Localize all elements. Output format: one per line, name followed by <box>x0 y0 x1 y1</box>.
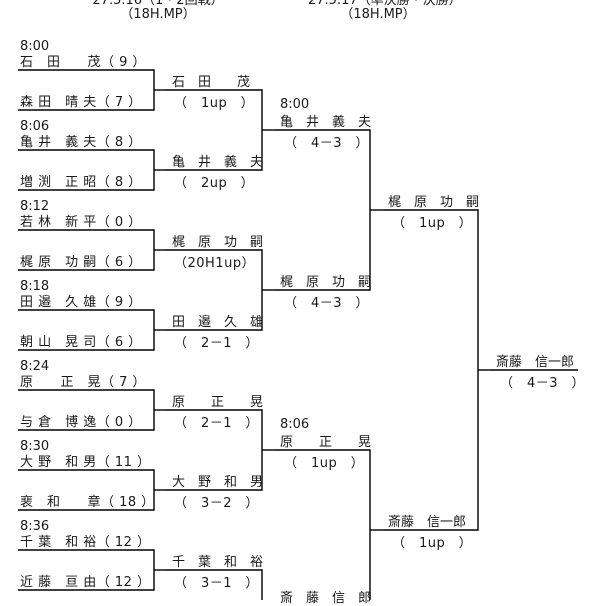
player-entry: 石 田 茂（ 9 ） <box>20 55 147 70</box>
player-entry: 千 葉 和 裕（ 12 ） <box>20 535 151 550</box>
semifinal-time: 8:00 <box>280 97 310 112</box>
round2-winner-name: 原 正 晃 <box>172 395 264 410</box>
player-entry: 朝 山 晃 司（ 6 ） <box>20 335 142 350</box>
round2-winner-score: （ 2－1 ） <box>174 416 260 431</box>
round2-winner-score: （20H1up） <box>174 256 256 271</box>
player-entry: 原 正 晃（ 7 ） <box>20 375 147 390</box>
round2-winner-score: （ 2－1 ） <box>174 336 260 351</box>
semifinal-time: 8:06 <box>280 417 310 432</box>
round2-winner-name: 大 野 和 男 <box>172 475 264 490</box>
round2-winner-name: 梶 原 功 嗣 <box>172 235 264 250</box>
player-entry: 大 野 和 男（ 11 ） <box>20 455 151 470</box>
round3-winner-name: 原 正 晃 <box>280 435 372 450</box>
match-time: 8:06 <box>20 119 50 134</box>
player-entry: 近 藤 亘 由（ 12 ） <box>20 575 151 590</box>
match-time: 8:12 <box>20 199 50 214</box>
round4-winner-score: （ 1up ） <box>392 216 473 231</box>
round2-winner-score: （ 1up ） <box>174 96 255 111</box>
player-entry: 与 倉 博 逸（ 0 ） <box>20 415 142 430</box>
player-entry: 田 邉 久 雄（ 9 ） <box>20 295 142 310</box>
match-time: 8:36 <box>20 519 50 534</box>
round4-winner-name: 梶 原 功 嗣 <box>388 195 480 210</box>
round2-course: （18H.MP） <box>120 7 196 22</box>
round3-date: 27.5.17（準決勝・決勝） <box>308 0 462 8</box>
player-entry: 梶 原 功 嗣（ 6 ） <box>20 255 142 270</box>
round3-winner-name: 斎 藤 信 郎 <box>280 591 372 606</box>
round2-winner-score: （ 3－2 ） <box>174 496 260 511</box>
round3-winner-score: （ 4－3 ） <box>284 136 370 151</box>
round4-winner-name: 斎藤 信一郎 <box>388 515 467 530</box>
round3-winner-name: 梶 原 功 嗣 <box>280 275 372 290</box>
round2-winner-name: 亀 井 義 夫 <box>172 155 264 170</box>
player-entry: 増 渕 正 昭（ 8 ） <box>20 175 142 190</box>
champion-score: （ 4－3 ） <box>500 376 586 391</box>
player-entry: 森 田 晴 夫（ 7 ） <box>20 95 142 110</box>
match-time: 8:24 <box>20 359 50 374</box>
player-entry: 裵 和 章（ 18 ） <box>20 495 155 510</box>
champion-name: 斎藤 信一郎 <box>496 355 575 370</box>
round2-winner-name: 千 葉 和 裕 <box>172 555 264 570</box>
round2-winner-score: （ 3－1 ） <box>174 576 260 591</box>
round3-winner-score: （ 1up ） <box>284 456 365 471</box>
round4-winner-score: （ 1up ） <box>392 536 473 551</box>
player-entry: 亀 井 義 夫（ 8 ） <box>20 135 142 150</box>
match-time: 8:00 <box>20 39 50 54</box>
round2-winner-name: 田 邉 久 雄 <box>172 315 264 330</box>
round2-winner-name: 石 田 茂 <box>172 75 251 90</box>
round2-date: 27.5.16（1・2回戦） <box>92 0 224 8</box>
round3-winner-name: 亀 井 義 夫 <box>280 115 372 130</box>
round3-winner-score: （ 4－3 ） <box>284 296 370 311</box>
player-entry: 若 林 新 平（ 0 ） <box>20 215 142 230</box>
match-time: 8:18 <box>20 279 50 294</box>
round3-course: （18H.MP） <box>340 7 416 22</box>
match-time: 8:30 <box>20 439 50 454</box>
round2-winner-score: （ 2up ） <box>174 176 255 191</box>
